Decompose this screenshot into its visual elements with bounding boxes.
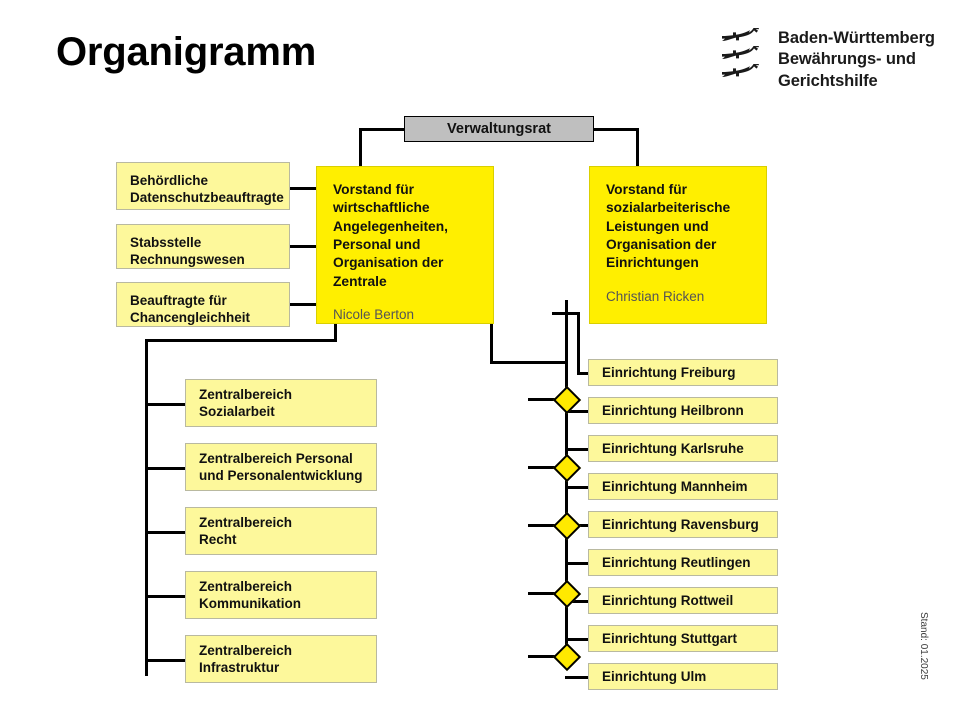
diamond-node-5 [552,642,582,672]
einrichtung-ravensburg-box[interactable]: Einrichtung Ravensburg [588,511,778,538]
connector-facility-7 [565,600,589,603]
staff-unit-label: Behördliche Datenschutzbeauftragte [130,173,284,206]
three-lions-crest-icon [720,28,764,81]
connector-facility-3 [565,448,589,451]
connector-council-right-down [636,128,639,168]
einrichtung-label: Einrichtung Karlsruhe [602,440,744,456]
connector-left-trunk-drop [334,324,337,342]
zentralbereich-sozialarbeit-box[interactable]: Zentralbereich Sozialarbeit [185,379,377,427]
einrichtung-label: Einrichtung Ulm [602,668,707,684]
staff-unit-label: Beauftragte für Chancengleichheit [130,293,251,326]
logo-wordmark: Baden-Württemberg Bewährungs- und Gerich… [778,28,935,92]
zentralbereich-kommunikation-box[interactable]: Zentralbereich Kommunikation [185,571,377,619]
einrichtung-karlsruhe-box[interactable]: Einrichtung Karlsruhe [588,435,778,462]
zentralbereich-infrastruktur-box[interactable]: Zentralbereich Infrastruktur [185,635,377,683]
vorstand-person: Nicole Berton [333,307,415,323]
lion-icon [722,28,759,41]
logo-line-1: Baden-Württemberg [778,29,935,47]
connector-cross-drop [490,324,493,364]
connector-facility-4 [565,486,589,489]
baden-wuerttemberg-logo: Baden-Württemberg Bewährungs- und Gerich… [720,28,935,92]
connector-central-4 [145,595,185,598]
einrichtung-label: Einrichtung Rottweil [602,592,734,608]
vorstand-title: Vorstand für sozialarbeiterische Leistun… [606,182,731,271]
page-title: Organigramm [56,30,317,74]
staff-unit-label: Stabsstelle Rechnungswesen [130,235,245,268]
einrichtung-mannheim-box[interactable]: Einrichtung Mannheim [588,473,778,500]
einrichtung-label: Einrichtung Freiburg [602,364,736,380]
connector-council-right [594,128,639,131]
connector-facility-2 [565,410,589,413]
vorstand-person: Christian Ricken [606,288,705,304]
einrichtung-label: Einrichtung Ravensburg [602,516,759,532]
verwaltungsrat-label: Verwaltungsrat [447,120,551,137]
einrichtung-rottweil-box[interactable]: Einrichtung Rottweil [588,587,778,614]
connector-diamond-in-1 [528,398,558,401]
diamond-node-4 [552,579,582,609]
connector-freiburg-down [577,312,580,374]
connector-right-trunk-main [565,361,568,657]
connector-cross-across [490,361,568,364]
zentralbereich-label: Zentralbereich Personal und Personalentw… [199,450,363,483]
stand-date: Stand: 01.2025 [918,612,929,680]
staff-unit-rechnungswesen[interactable]: Stabsstelle Rechnungswesen [116,224,290,269]
vorstand-sozialarbeit-box[interactable]: Vorstand für sozialarbeiterische Leistun… [589,166,767,324]
logo-line-3: Gerichtshilfe [778,71,878,90]
connector-facility-1 [577,372,589,375]
zentralbereich-personal-box[interactable]: Zentralbereich Personal und Personalentw… [185,443,377,491]
connector-central-1 [145,403,185,406]
connector-freiburg-top [552,312,580,315]
connector-right-trunk-drop [565,300,568,363]
einrichtung-label: Einrichtung Mannheim [602,478,748,494]
lion-icon [722,64,759,77]
connector-central-5 [145,659,185,662]
vorstand-wirtschaft-box[interactable]: Vorstand für wirtschaftliche Angelegenhe… [316,166,494,324]
connector-left-trunk-across [145,339,337,342]
connector-council-left [359,128,404,131]
zentralbereich-label: Zentralbereich Infrastruktur [199,642,293,675]
logo-line-2: Bewährungs- und [778,50,916,69]
connector-council-left-down [359,128,362,168]
connector-staff-3 [290,303,316,306]
connector-diamond-in-2 [528,466,558,469]
connector-diamond-in-3 [528,524,558,527]
einrichtung-reutlingen-box[interactable]: Einrichtung Reutlingen [588,549,778,576]
staff-unit-chancengleichheit[interactable]: Beauftragte für Chancengleichheit [116,282,290,327]
connector-central-3 [145,531,185,534]
vorstand-title: Vorstand für wirtschaftliche Angelegenhe… [333,182,448,289]
einrichtung-heilbronn-box[interactable]: Einrichtung Heilbronn [588,397,778,424]
einrichtung-stuttgart-box[interactable]: Einrichtung Stuttgart [588,625,778,652]
einrichtung-label: Einrichtung Heilbronn [602,402,744,418]
lion-icon [722,46,759,59]
connector-facility-8 [565,638,589,641]
zentralbereich-recht-box[interactable]: Zentralbereich Recht [185,507,377,555]
connector-staff-2 [290,245,316,248]
zentralbereich-label: Zentralbereich Kommunikation [199,578,302,611]
einrichtung-label: Einrichtung Reutlingen [602,554,751,570]
connector-staff-1 [290,187,316,190]
einrichtung-label: Einrichtung Stuttgart [602,630,737,646]
connector-facility-6 [565,562,589,565]
connector-central-2 [145,467,185,470]
zentralbereich-label: Zentralbereich Sozialarbeit [199,386,293,419]
einrichtung-ulm-box[interactable]: Einrichtung Ulm [588,663,778,690]
einrichtung-freiburg-box[interactable]: Einrichtung Freiburg [588,359,778,386]
connector-diamond-in-5 [528,655,558,658]
connector-left-trunk-main [145,339,148,676]
staff-unit-datenschutz[interactable]: Behördliche Datenschutzbeauftragte [116,162,290,210]
connector-diamond-in-4 [528,592,558,595]
zentralbereich-label: Zentralbereich Recht [199,514,293,547]
connector-facility-9 [565,676,589,679]
diamond-node-3 [552,511,582,541]
diamond-node-2 [552,453,582,483]
verwaltungsrat-box[interactable]: Verwaltungsrat [404,116,594,142]
